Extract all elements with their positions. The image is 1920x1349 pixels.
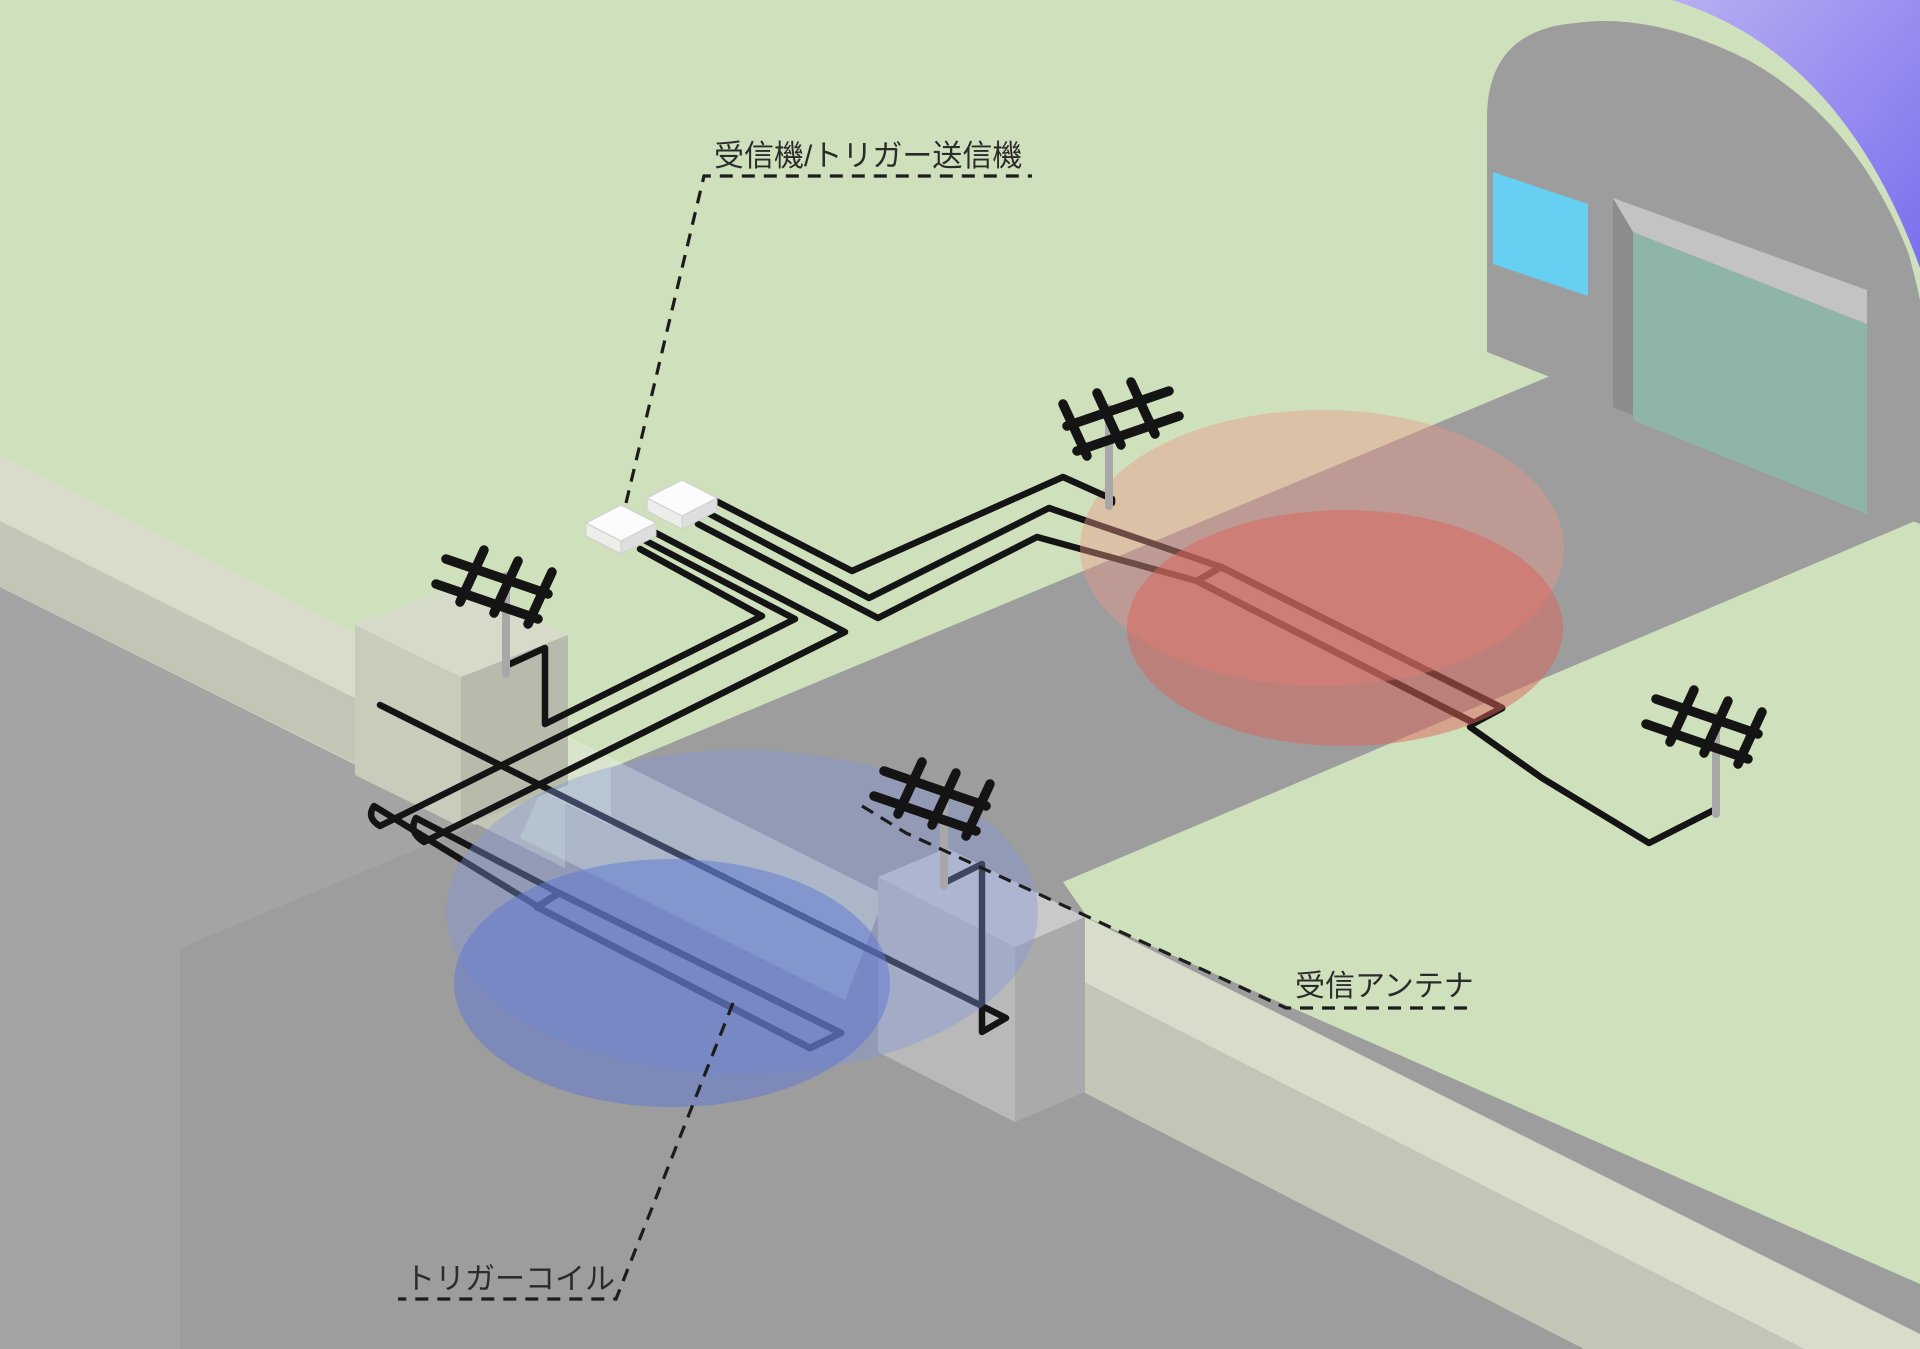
label-receiver-transmitter: 受信機/トリガー送信機	[714, 140, 1022, 173]
garage-door-header	[1613, 198, 1867, 324]
receiver-transmitter-units	[584, 479, 719, 555]
cable-receive-loop-feed-1	[702, 504, 1225, 602]
pedestal-right-face	[1015, 917, 1085, 1122]
garage-building	[1487, 20, 1920, 524]
box-right-face	[681, 497, 718, 530]
leader-receiving-antenna	[861, 804, 1473, 1010]
pedestal-top	[355, 583, 568, 677]
grass-wedge	[1063, 519, 1920, 1284]
purple-arch-structure	[1672, 0, 1920, 268]
cable-trigger-coil-feed-2	[367, 537, 799, 910]
leader-receiver-transmitter	[624, 174, 1032, 504]
label-trigger-coil: トリガーコイル	[405, 1263, 615, 1296]
leader-trigger-coil	[398, 1002, 735, 1301]
trigger-transmitter-box	[584, 504, 658, 555]
boundary-wall-right	[1015, 917, 1920, 1349]
cable-receive-loop-feed-2	[694, 520, 1201, 622]
label-receiving-antenna: 受信アンテナ	[1295, 970, 1474, 1003]
receive-zone-inner	[1127, 510, 1563, 746]
cable-right-antenna	[1466, 723, 1720, 847]
pedestal-left-face	[355, 625, 461, 827]
pedestal-right-face	[461, 635, 568, 827]
wall-top-surface-right	[1015, 917, 1920, 1349]
trigger-zone-inner	[454, 859, 890, 1107]
building-window	[1493, 172, 1588, 296]
gate-pedestal-left	[355, 583, 568, 827]
garage-door-jamb	[1613, 200, 1633, 415]
wall-front-face-right	[1015, 947, 1804, 1349]
cable-left-antenna-feed	[506, 545, 766, 728]
box-right-face	[620, 522, 657, 555]
receiver-box	[645, 479, 719, 530]
garage-door	[1633, 232, 1867, 514]
